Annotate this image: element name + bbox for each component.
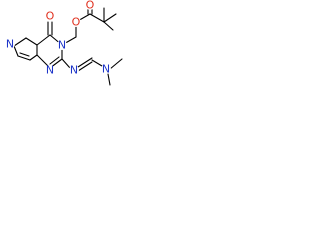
atom-n-pyrrole: N bbox=[6, 38, 14, 51]
bond-c4a-c4 bbox=[36, 34, 51, 46]
chemical-structure-diagram: N O N N O O N N bbox=[5, 0, 123, 86]
atom-labels: N O N N O O N N bbox=[6, 0, 110, 77]
atom-o-ester-link: O bbox=[72, 16, 81, 29]
bond-nimine-ch bbox=[77, 57, 93, 68]
atom-o-ester-carbonyl: O bbox=[86, 0, 95, 12]
bond-cester-cq bbox=[89, 13, 105, 23]
atom-label-bg bbox=[45, 11, 55, 21]
bond-namine-me2 bbox=[107, 73, 111, 86]
atom-n-imine: N bbox=[70, 64, 78, 77]
atom-label-bg bbox=[57, 40, 67, 50]
atom-label-bg bbox=[85, 0, 95, 10]
bond-c6-c7-double bbox=[19, 52, 30, 57]
bonds bbox=[13, 2, 123, 86]
atom-label-bg bbox=[101, 64, 111, 74]
atom-label-backgrounds bbox=[5, 0, 111, 75]
bond-c6-c7 bbox=[17, 55, 31, 61]
bond-c2-nimine bbox=[61, 58, 71, 69]
bond-c7-c7a bbox=[29, 54, 38, 61]
bond-n5-c4 bbox=[13, 37, 27, 47]
atom-label-bg bbox=[69, 65, 79, 75]
bond-nimine-ch-double bbox=[77, 61, 93, 72]
atom-o-carbonyl-ring: O bbox=[46, 10, 55, 23]
atom-label-bg bbox=[5, 39, 15, 49]
atom-label-bg bbox=[45, 65, 55, 75]
bond-cq-me1 bbox=[103, 13, 117, 23]
bond-n5-c6 bbox=[13, 45, 19, 57]
atom-n-amine: N bbox=[102, 63, 110, 76]
atom-label-bg bbox=[71, 17, 81, 27]
atom-n3-ring: N bbox=[58, 39, 66, 52]
bond-ch-namine bbox=[91, 59, 103, 67]
bond-cq-me2 bbox=[103, 21, 114, 31]
bond-c4-c4a bbox=[25, 37, 38, 46]
bond-namine-me1 bbox=[109, 58, 123, 70]
atom-n1-ring: N bbox=[46, 64, 54, 77]
bond-c2-n1-double bbox=[49, 56, 60, 65]
